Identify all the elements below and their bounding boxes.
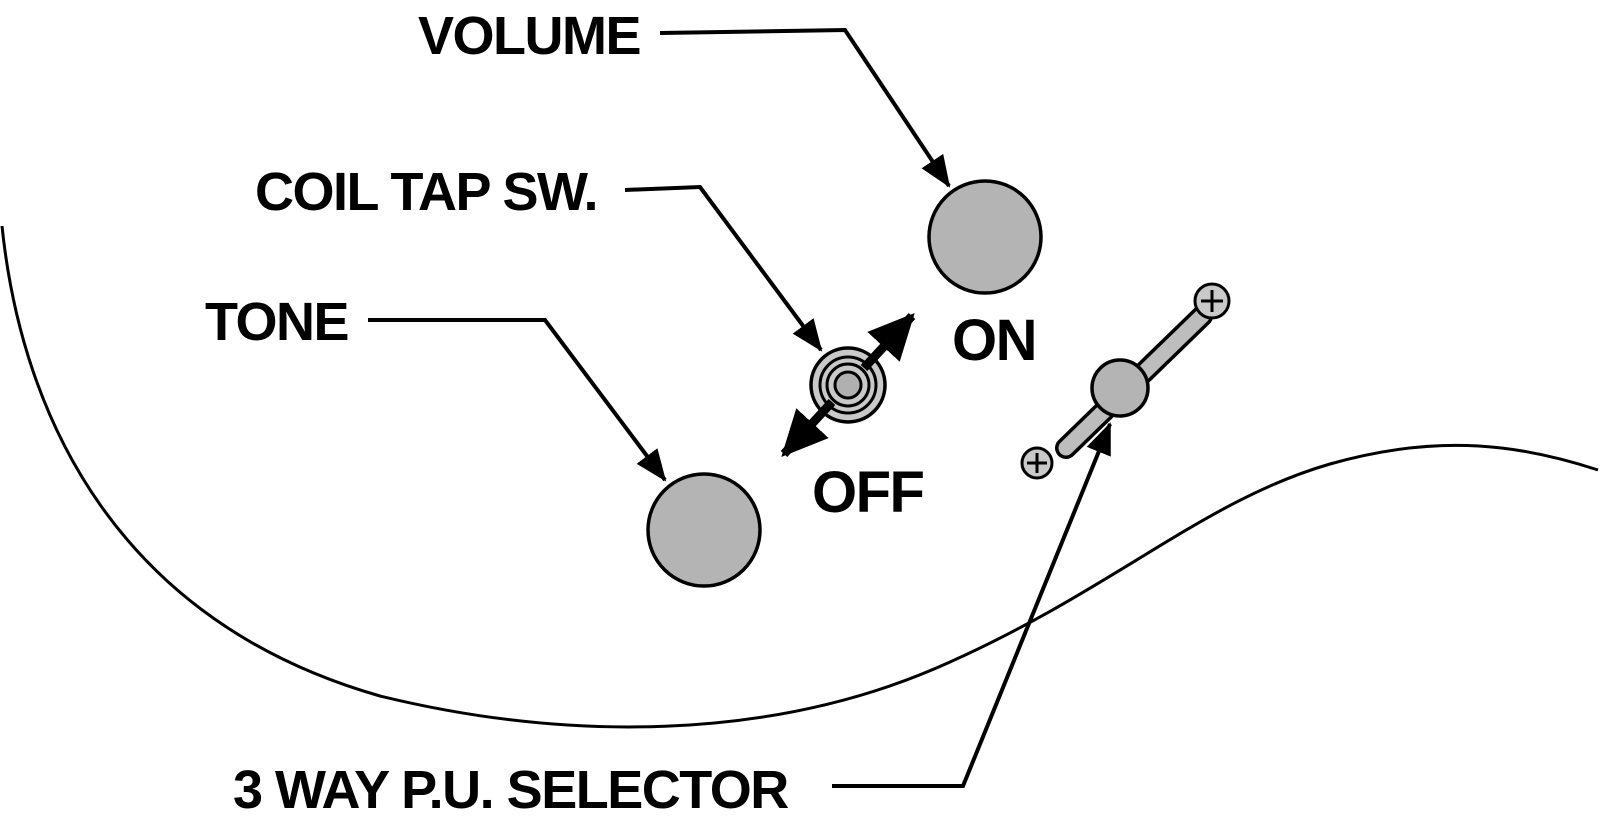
volume-knob bbox=[927, 179, 1043, 295]
screw-bottom bbox=[1020, 446, 1054, 480]
coil-tap-label: COIL TAP SW. bbox=[255, 162, 597, 222]
off-arrow bbox=[780, 398, 836, 458]
coil-tap-arrow bbox=[624, 184, 823, 352]
selector-label: 3 WAY P.U. SELECTOR bbox=[233, 760, 788, 820]
volume-arrow bbox=[659, 27, 951, 188]
on-arrow bbox=[860, 312, 916, 372]
on-label: ON bbox=[952, 308, 1036, 373]
tone-knob bbox=[646, 472, 762, 588]
screw-top bbox=[1193, 282, 1231, 320]
tone-arrow bbox=[368, 318, 667, 482]
selector-arrow bbox=[832, 422, 1112, 788]
off-label: OFF bbox=[812, 460, 924, 525]
tone-label: TONE bbox=[205, 292, 348, 352]
guitar-body-outline bbox=[0, 225, 1599, 729]
volume-label: VOLUME bbox=[418, 6, 640, 66]
selector-lever bbox=[1055, 305, 1213, 459]
